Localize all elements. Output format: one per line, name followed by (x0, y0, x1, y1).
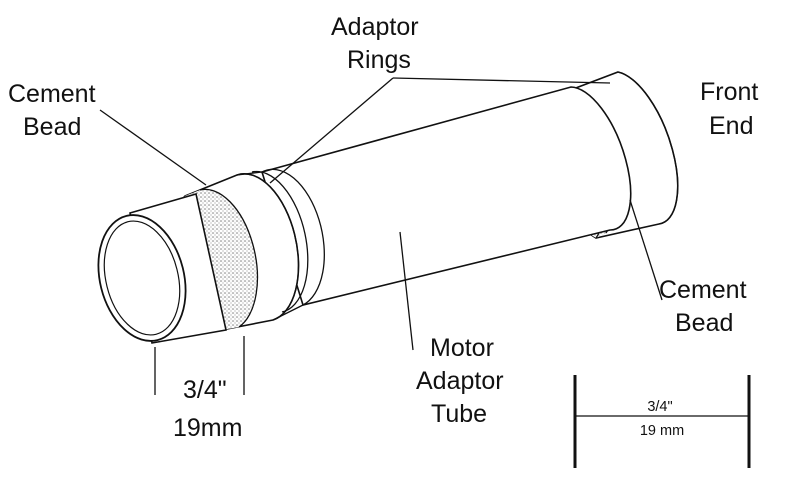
motor-adaptor-tube (260, 86, 632, 306)
label-motor-adaptor-tube: Motor Adaptor Tube (416, 334, 511, 428)
leader-cement-bead-left (99, 109, 207, 186)
motor-tube-opening (97, 214, 187, 342)
label-front-end: Front End (700, 78, 765, 140)
label-adaptor-rings: Adaptor Rings (331, 13, 426, 74)
motor-tube-end (97, 192, 227, 344)
leader-adaptor-ring-front (392, 77, 611, 84)
leader-motor-adaptor-tube (399, 231, 414, 351)
label-cement-bead-left: Cement Bead (8, 80, 103, 141)
label-scale-bar: 3/4" 19 mm (640, 399, 684, 439)
leader-adaptor-ring-rear (269, 77, 394, 184)
label-bead-width: 3/4" 19mm (173, 376, 242, 442)
label-cement-bead-right: Cement Bead (659, 276, 754, 337)
scale-bar (573, 375, 751, 468)
leader-cement-bead-right (629, 199, 663, 301)
leader-lines (99, 77, 663, 395)
